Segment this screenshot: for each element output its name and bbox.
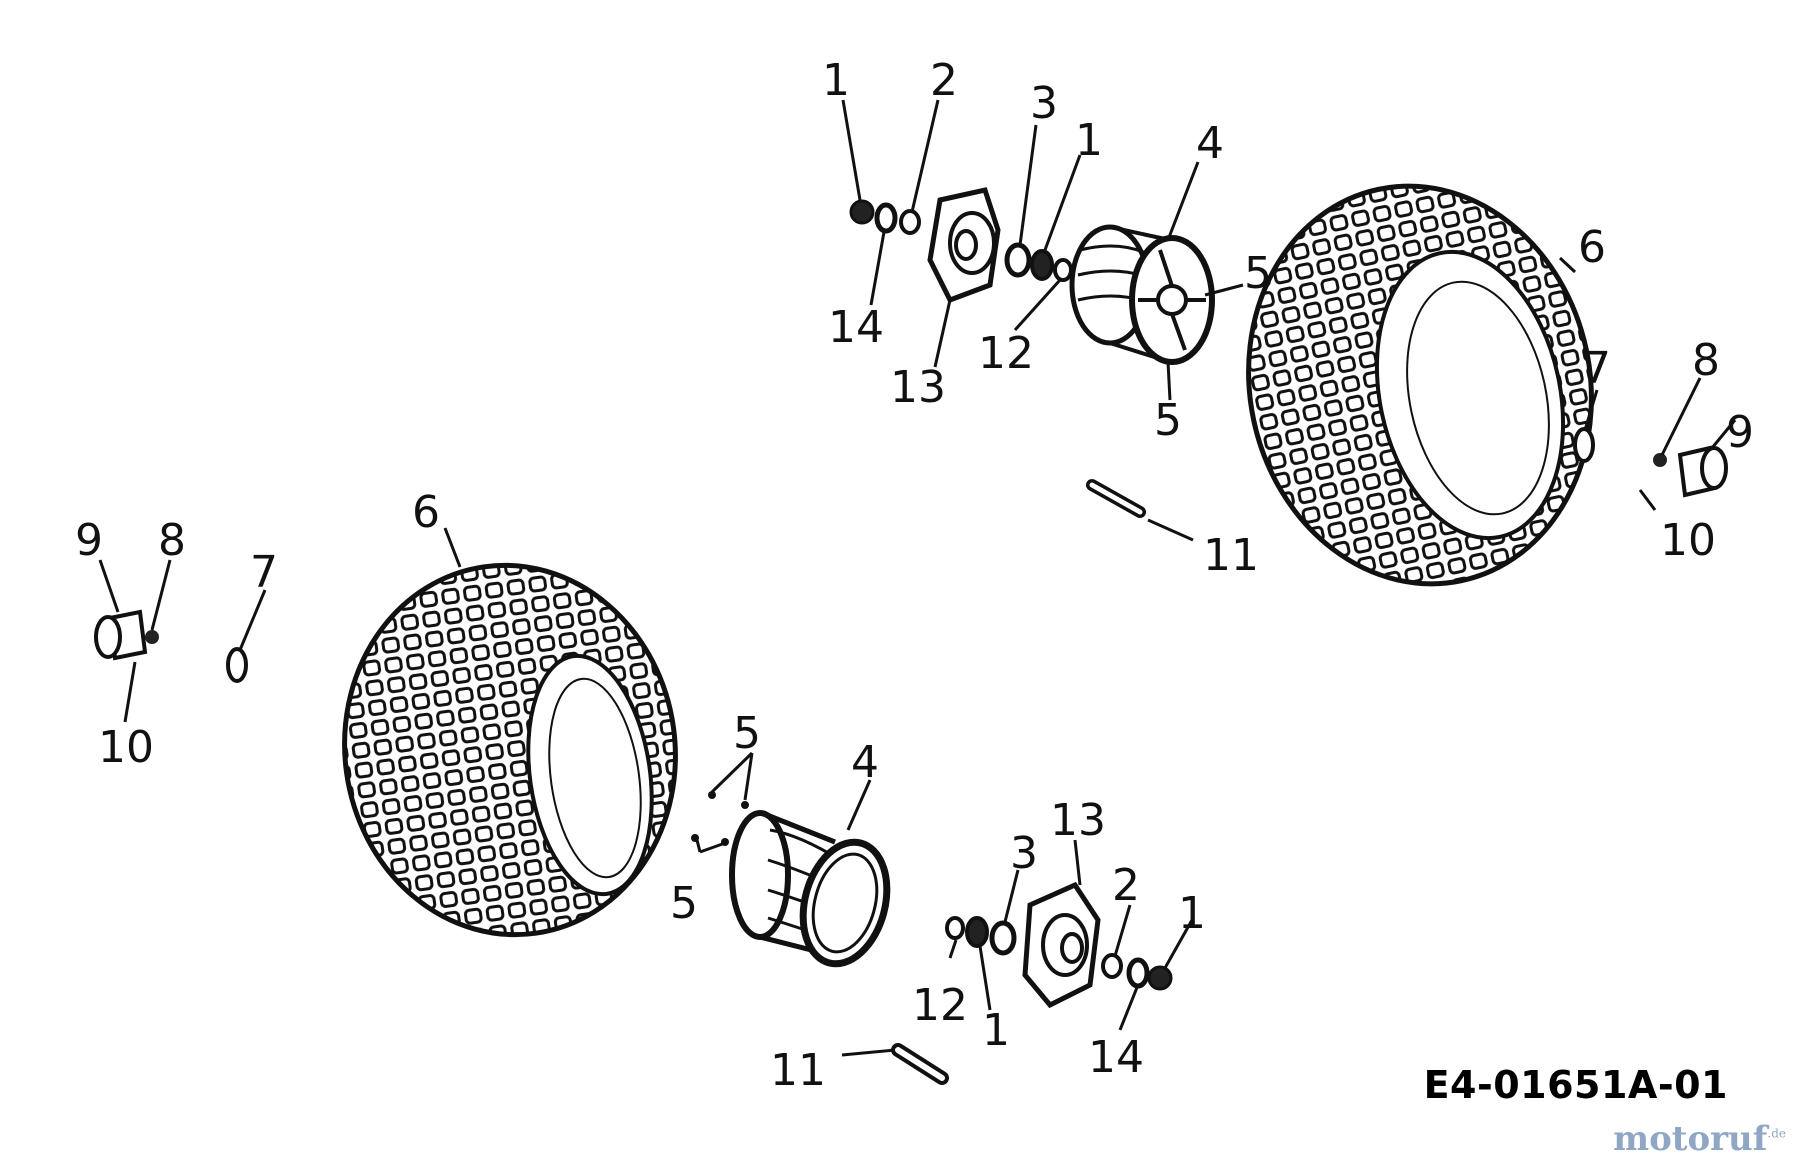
- callout-5: 5: [670, 878, 698, 929]
- bearing-2-right: [899, 209, 921, 235]
- tire-right: [1246, 183, 1594, 587]
- callout-13: 13: [1050, 795, 1106, 846]
- watermark-suffix: .de: [1767, 1126, 1786, 1141]
- callout-1: 1: [1075, 115, 1103, 166]
- callout-2: 2: [1112, 860, 1140, 911]
- tire-left: [342, 562, 678, 938]
- watermark-logo: motoruf.de: [1613, 1119, 1786, 1159]
- bearing-3-right: [1004, 242, 1032, 278]
- nut-1-right-b: [1030, 249, 1054, 281]
- bearing-3-left: [989, 920, 1017, 956]
- cap-7-left: [226, 647, 248, 683]
- washer-12-right: [1053, 258, 1073, 282]
- callout-1: 1: [982, 1005, 1010, 1056]
- callout-2: 2: [930, 55, 958, 106]
- callout-5: 5: [733, 708, 761, 759]
- left-wheel-assembly: 9 8 7 6 10 5 4 13 3 2 1 5 12 1 14 11: [75, 487, 1206, 1096]
- callout-6: 6: [1578, 222, 1606, 273]
- hub-flange-left: [1022, 881, 1101, 1009]
- leader-lines-left: [98, 527, 1194, 1057]
- bush-9-left: [94, 609, 148, 661]
- callout-4: 4: [1196, 118, 1224, 169]
- callout-1: 1: [822, 55, 850, 106]
- callout-10: 10: [98, 722, 154, 773]
- washer-8-right: [1653, 453, 1667, 467]
- callout-4: 4: [851, 737, 879, 788]
- washer-8-left: [145, 630, 159, 644]
- drawing-code: E4-01651A-01: [1423, 1063, 1728, 1107]
- nut-1-left-b: [965, 916, 989, 948]
- cap-7-right: [1573, 427, 1595, 463]
- callout-3: 3: [1030, 78, 1058, 129]
- callout-1: 1: [1178, 888, 1206, 939]
- watermark-text: motoruf: [1613, 1119, 1768, 1159]
- nut-1-right-a: [849, 199, 875, 225]
- hub-flange-right: [927, 187, 1001, 304]
- callout-3: 3: [1010, 828, 1038, 879]
- bearing-2-left: [1101, 953, 1123, 979]
- bush-9-right: [1677, 445, 1728, 498]
- callout-5: 5: [1244, 248, 1272, 299]
- callout-12: 12: [912, 980, 968, 1031]
- nut-1-left-a: [1147, 965, 1173, 991]
- right-wheel-assembly: 1 2 3 1 4 5 6 14 13 12 5 7 8 9 10 11: [822, 55, 1754, 587]
- callout-7: 7: [250, 547, 278, 598]
- valve-11-right: [1086, 479, 1146, 518]
- valve-11-left: [891, 1043, 949, 1085]
- callout-8: 8: [158, 515, 186, 566]
- callout-12: 12: [978, 328, 1034, 379]
- callout-9: 9: [75, 515, 103, 566]
- callout-8: 8: [1692, 335, 1720, 386]
- rim-left: [729, 810, 891, 968]
- rim-right: [1069, 224, 1215, 365]
- leader-lines-right: [841, 99, 1737, 542]
- callout-7: 7: [1583, 343, 1611, 394]
- callout-11: 11: [770, 1045, 826, 1096]
- callout-6: 6: [412, 487, 440, 538]
- washer-14-right: [874, 202, 898, 234]
- washer-12-left: [945, 916, 965, 940]
- callout-5: 5: [1154, 395, 1182, 446]
- callout-14: 14: [828, 302, 884, 353]
- washer-14-left: [1126, 957, 1150, 989]
- callout-9: 9: [1726, 407, 1754, 458]
- callout-13: 13: [890, 362, 946, 413]
- callout-10: 10: [1660, 515, 1716, 566]
- callout-11: 11: [1203, 530, 1259, 581]
- callout-14: 14: [1088, 1032, 1144, 1083]
